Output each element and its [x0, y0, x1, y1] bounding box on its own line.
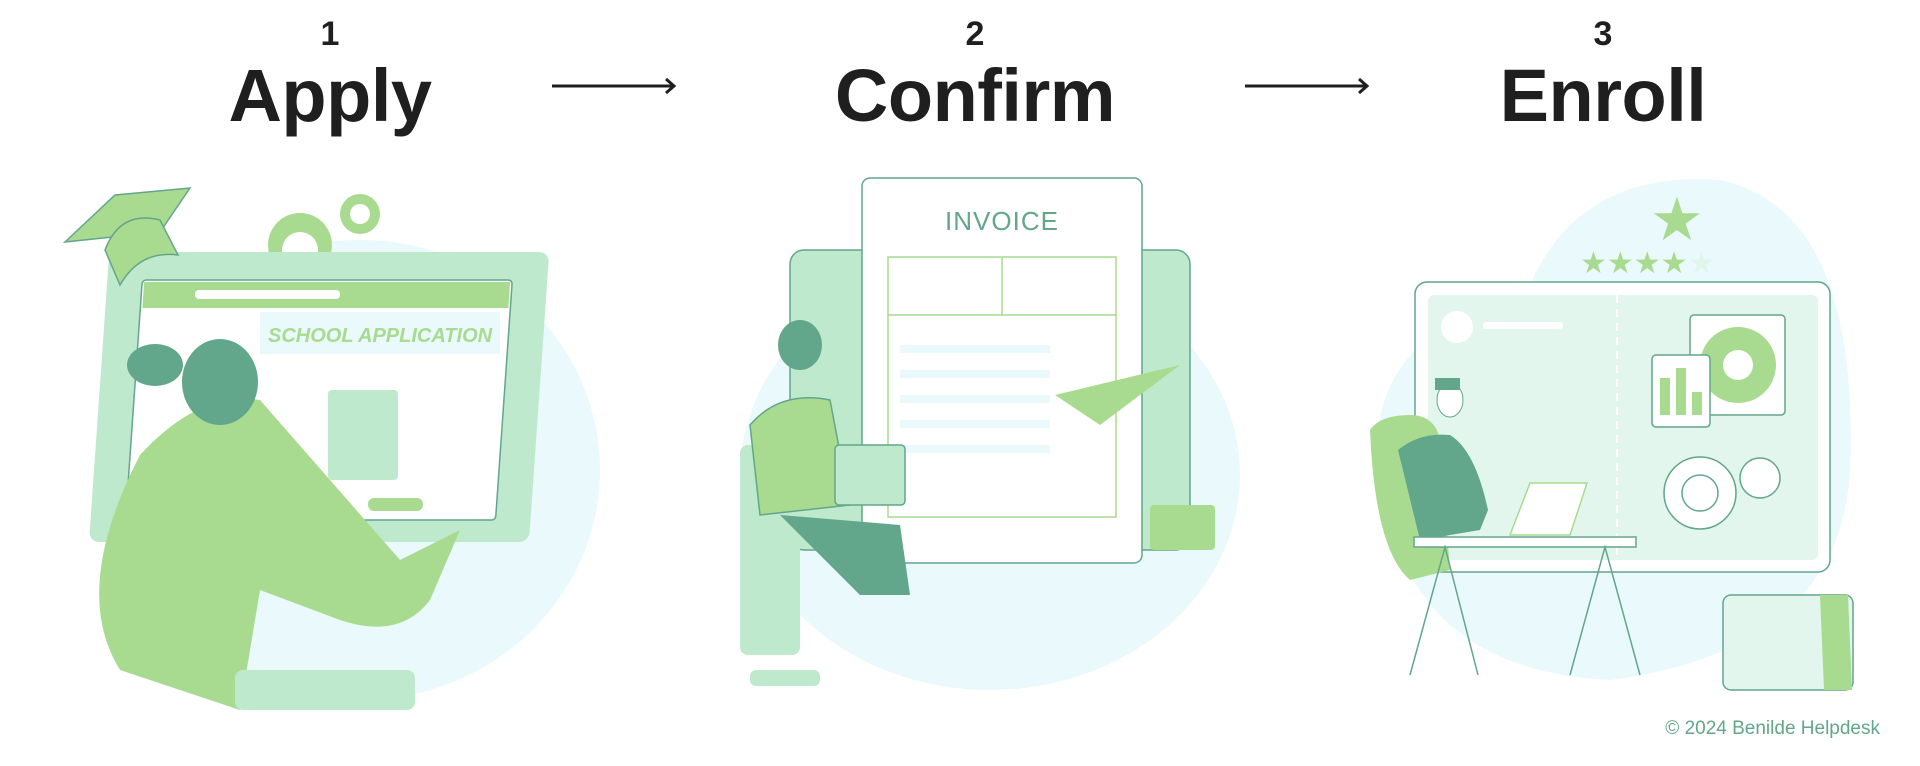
star-icon: ★	[1650, 186, 1704, 253]
gear-icon	[1739, 457, 1781, 499]
step-number: 3	[1593, 15, 1613, 53]
step-title: Apply	[228, 54, 432, 137]
apply-illustration: SCHOOL APPLICATION	[62, 187, 600, 710]
graduation-cap-icon	[62, 187, 192, 287]
invoice-title: INVOICE	[945, 206, 1059, 236]
step-title: Enroll	[1499, 54, 1707, 137]
confirm-illustration: INVOICE	[740, 177, 1240, 690]
desk	[1413, 536, 1637, 548]
laptop-icon	[1508, 482, 1589, 536]
step-enroll: 3 Enroll	[1403, 14, 1803, 138]
screen-title: SCHOOL APPLICATION	[268, 325, 493, 347]
arrow-right-icon	[552, 77, 677, 95]
copyright-text: © 2024 Benilde Helpdesk	[1665, 718, 1880, 739]
gear-icon	[1663, 456, 1737, 530]
paper-plane-icon	[1055, 365, 1180, 425]
step-apply: 1 Apply	[130, 14, 530, 138]
arrow-right-icon	[1245, 77, 1370, 95]
star-empty-icon: ★	[1688, 247, 1715, 280]
step-confirm: 2 Confirm	[775, 14, 1175, 138]
star-icon: ★★★★	[1580, 247, 1688, 280]
enroll-illustration: ★★★★ ★ ★	[1370, 179, 1854, 691]
briefcase-icon	[1722, 594, 1854, 691]
step-title: Confirm	[834, 54, 1116, 137]
step-number: 2	[965, 15, 985, 53]
step-number: 1	[320, 15, 340, 53]
rating-stars: ★★★★ ★ ★	[1580, 186, 1715, 280]
laptop-icon	[834, 444, 906, 506]
